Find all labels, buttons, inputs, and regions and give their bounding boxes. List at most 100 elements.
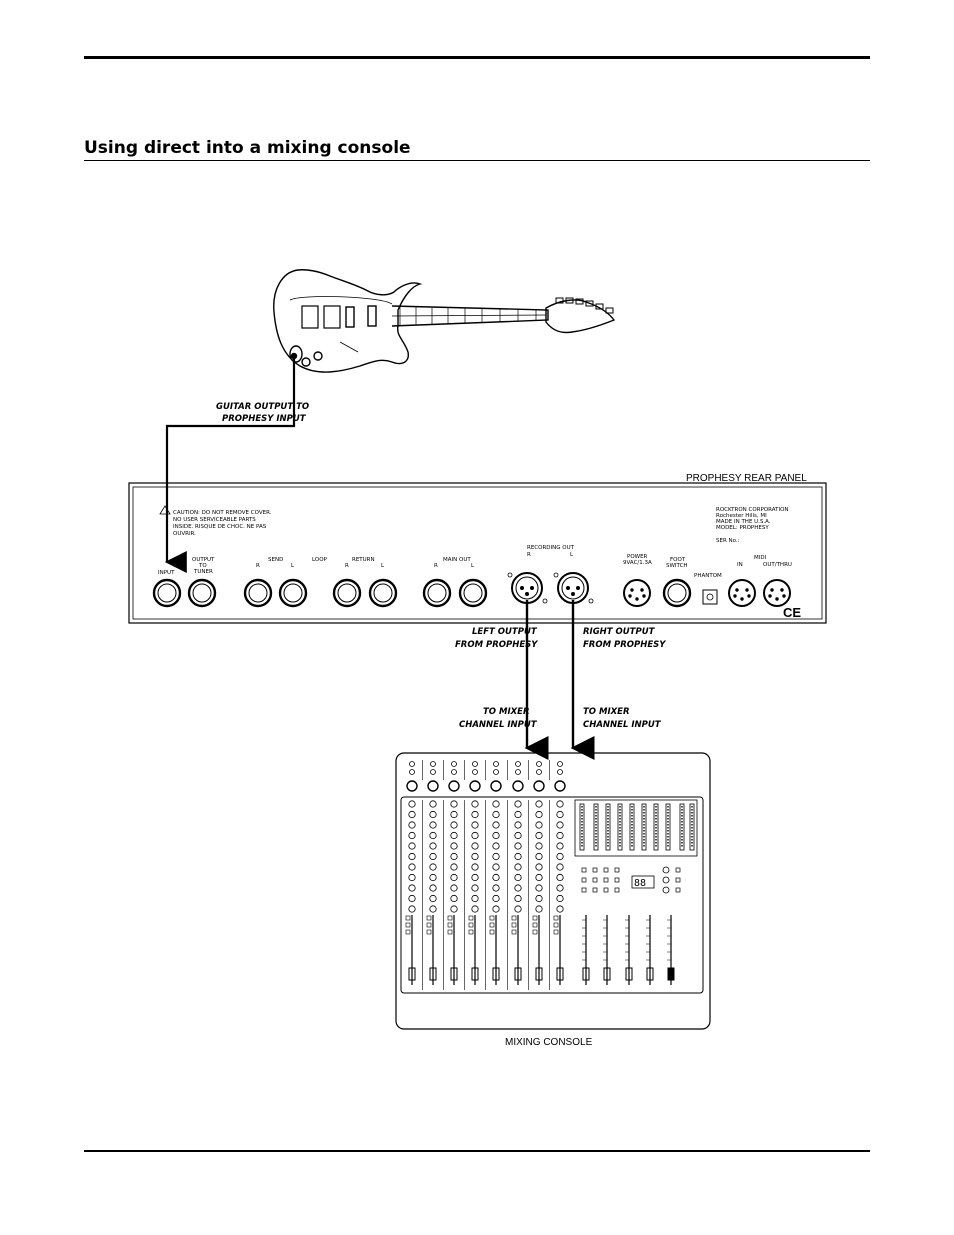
caution-line-1: CAUTION: DO NOT REMOVE COVER. bbox=[173, 510, 272, 516]
channel-knob bbox=[514, 873, 522, 882]
right-output-callout-line1: RIGHT OUTPUT bbox=[583, 627, 656, 637]
channel-knob bbox=[408, 873, 416, 882]
recording-out-l-label: L bbox=[570, 552, 574, 558]
channel-knob bbox=[492, 894, 500, 903]
channel-knob bbox=[514, 831, 522, 840]
channel-fader-cap bbox=[471, 967, 479, 981]
channel-knob bbox=[429, 810, 437, 819]
channel-button bbox=[553, 929, 559, 935]
midi-out-label: OUT/THRU bbox=[763, 562, 792, 568]
channel-jack-small bbox=[430, 769, 436, 775]
channel-button bbox=[468, 922, 474, 928]
channel-input-connector bbox=[448, 780, 460, 792]
to-mixer-left-callout-line1: TO MIXER bbox=[483, 707, 530, 717]
main-out-l-jack bbox=[458, 578, 488, 608]
channel-knob bbox=[471, 852, 479, 861]
channel-button bbox=[553, 915, 559, 921]
channel-fader-cap bbox=[429, 967, 437, 981]
channel-knob bbox=[556, 894, 564, 903]
channel-knob bbox=[492, 884, 500, 892]
channel-button bbox=[405, 922, 411, 928]
electric-guitar bbox=[273, 269, 616, 373]
master-button bbox=[592, 887, 598, 893]
prophesy-rear-panel bbox=[128, 482, 827, 624]
channel-knob bbox=[492, 852, 500, 861]
channel-knob bbox=[492, 842, 500, 850]
send-r-jack bbox=[243, 578, 273, 608]
channel-knob bbox=[408, 863, 416, 871]
tuner-output-jack bbox=[187, 578, 217, 608]
channel-knob bbox=[408, 852, 416, 861]
channel-fader-cap bbox=[408, 967, 416, 981]
channel-button bbox=[532, 922, 538, 928]
maker-line-2: Rochester Hills, MI bbox=[716, 513, 767, 519]
channel-knob bbox=[471, 842, 479, 850]
channel-knob bbox=[408, 800, 416, 808]
channel-knob bbox=[408, 842, 416, 850]
channel-knob bbox=[556, 863, 564, 871]
section-title: Using direct into a mixing console bbox=[84, 138, 411, 158]
channel-jack-small bbox=[515, 761, 521, 767]
channel-jack-small bbox=[493, 761, 499, 767]
left-output-callout-line2: FROM PROPHESY bbox=[455, 640, 538, 650]
channel-button bbox=[447, 922, 453, 928]
to-mixer-right-callout-line2: CHANNEL INPUT bbox=[583, 720, 662, 730]
channel-jack-small bbox=[451, 769, 457, 775]
channel-input-connector bbox=[490, 780, 502, 792]
meter-bar bbox=[689, 803, 695, 851]
channel-knob bbox=[556, 842, 564, 850]
bottom-rule bbox=[84, 1150, 870, 1152]
master-button bbox=[675, 887, 681, 893]
master-button bbox=[603, 877, 609, 883]
main-out-label: MAIN OUT bbox=[443, 557, 471, 563]
mixer-caption: MIXING CONSOLE bbox=[505, 1037, 593, 1048]
channel-knob bbox=[514, 905, 522, 913]
channel-fader-cap bbox=[450, 967, 458, 981]
channel-knob bbox=[556, 831, 564, 840]
master-fader-cap bbox=[625, 967, 633, 981]
channel-knob bbox=[429, 800, 437, 808]
meter-bar bbox=[593, 803, 599, 851]
channel-knob bbox=[471, 831, 479, 840]
channel-knob bbox=[471, 894, 479, 903]
channel-knob bbox=[556, 800, 564, 808]
channel-jack-small bbox=[493, 769, 499, 775]
channel-jack-small bbox=[536, 761, 542, 767]
channel-button bbox=[426, 915, 432, 921]
channel-knob bbox=[492, 831, 500, 840]
to-mixer-left-callout-line2: CHANNEL INPUT bbox=[459, 720, 538, 730]
channel-button bbox=[553, 922, 559, 928]
channel-input-connector bbox=[512, 780, 524, 792]
channel-knob bbox=[429, 863, 437, 871]
channel-knob bbox=[471, 884, 479, 892]
return-r-jack bbox=[332, 578, 362, 608]
channel-knob bbox=[408, 831, 416, 840]
master-knob bbox=[662, 886, 670, 894]
channel-button bbox=[489, 922, 495, 928]
panel-jacks bbox=[152, 578, 692, 608]
caution-line-2: NO USER SERVICEABLE PARTS bbox=[173, 517, 256, 523]
channel-knob bbox=[514, 842, 522, 850]
recording-out-label: RECORDING OUT bbox=[527, 545, 575, 551]
channel-knob bbox=[514, 884, 522, 892]
channel-knob bbox=[408, 810, 416, 819]
channel-knob bbox=[429, 894, 437, 903]
master-button bbox=[603, 887, 609, 893]
recording-out-l-xlr bbox=[553, 572, 594, 604]
channel-jack-small bbox=[472, 761, 478, 767]
return-r-label: R bbox=[345, 563, 349, 569]
channel-knob bbox=[556, 810, 564, 819]
loop-label: LOOP bbox=[312, 557, 328, 563]
channel-button bbox=[468, 915, 474, 921]
channel-knob bbox=[556, 884, 564, 892]
midi-in-label: IN bbox=[737, 562, 743, 568]
output-to-tuner-label-3: TUNER bbox=[193, 569, 213, 575]
level-meters bbox=[579, 803, 695, 851]
channel-knob bbox=[408, 894, 416, 903]
mixing-console bbox=[395, 752, 711, 1030]
master-button bbox=[581, 867, 587, 873]
channel-jack-small bbox=[409, 769, 415, 775]
channel-button bbox=[511, 915, 517, 921]
channel-input-connector bbox=[406, 780, 418, 792]
caution-line-4: OUVRIR. bbox=[173, 531, 196, 537]
